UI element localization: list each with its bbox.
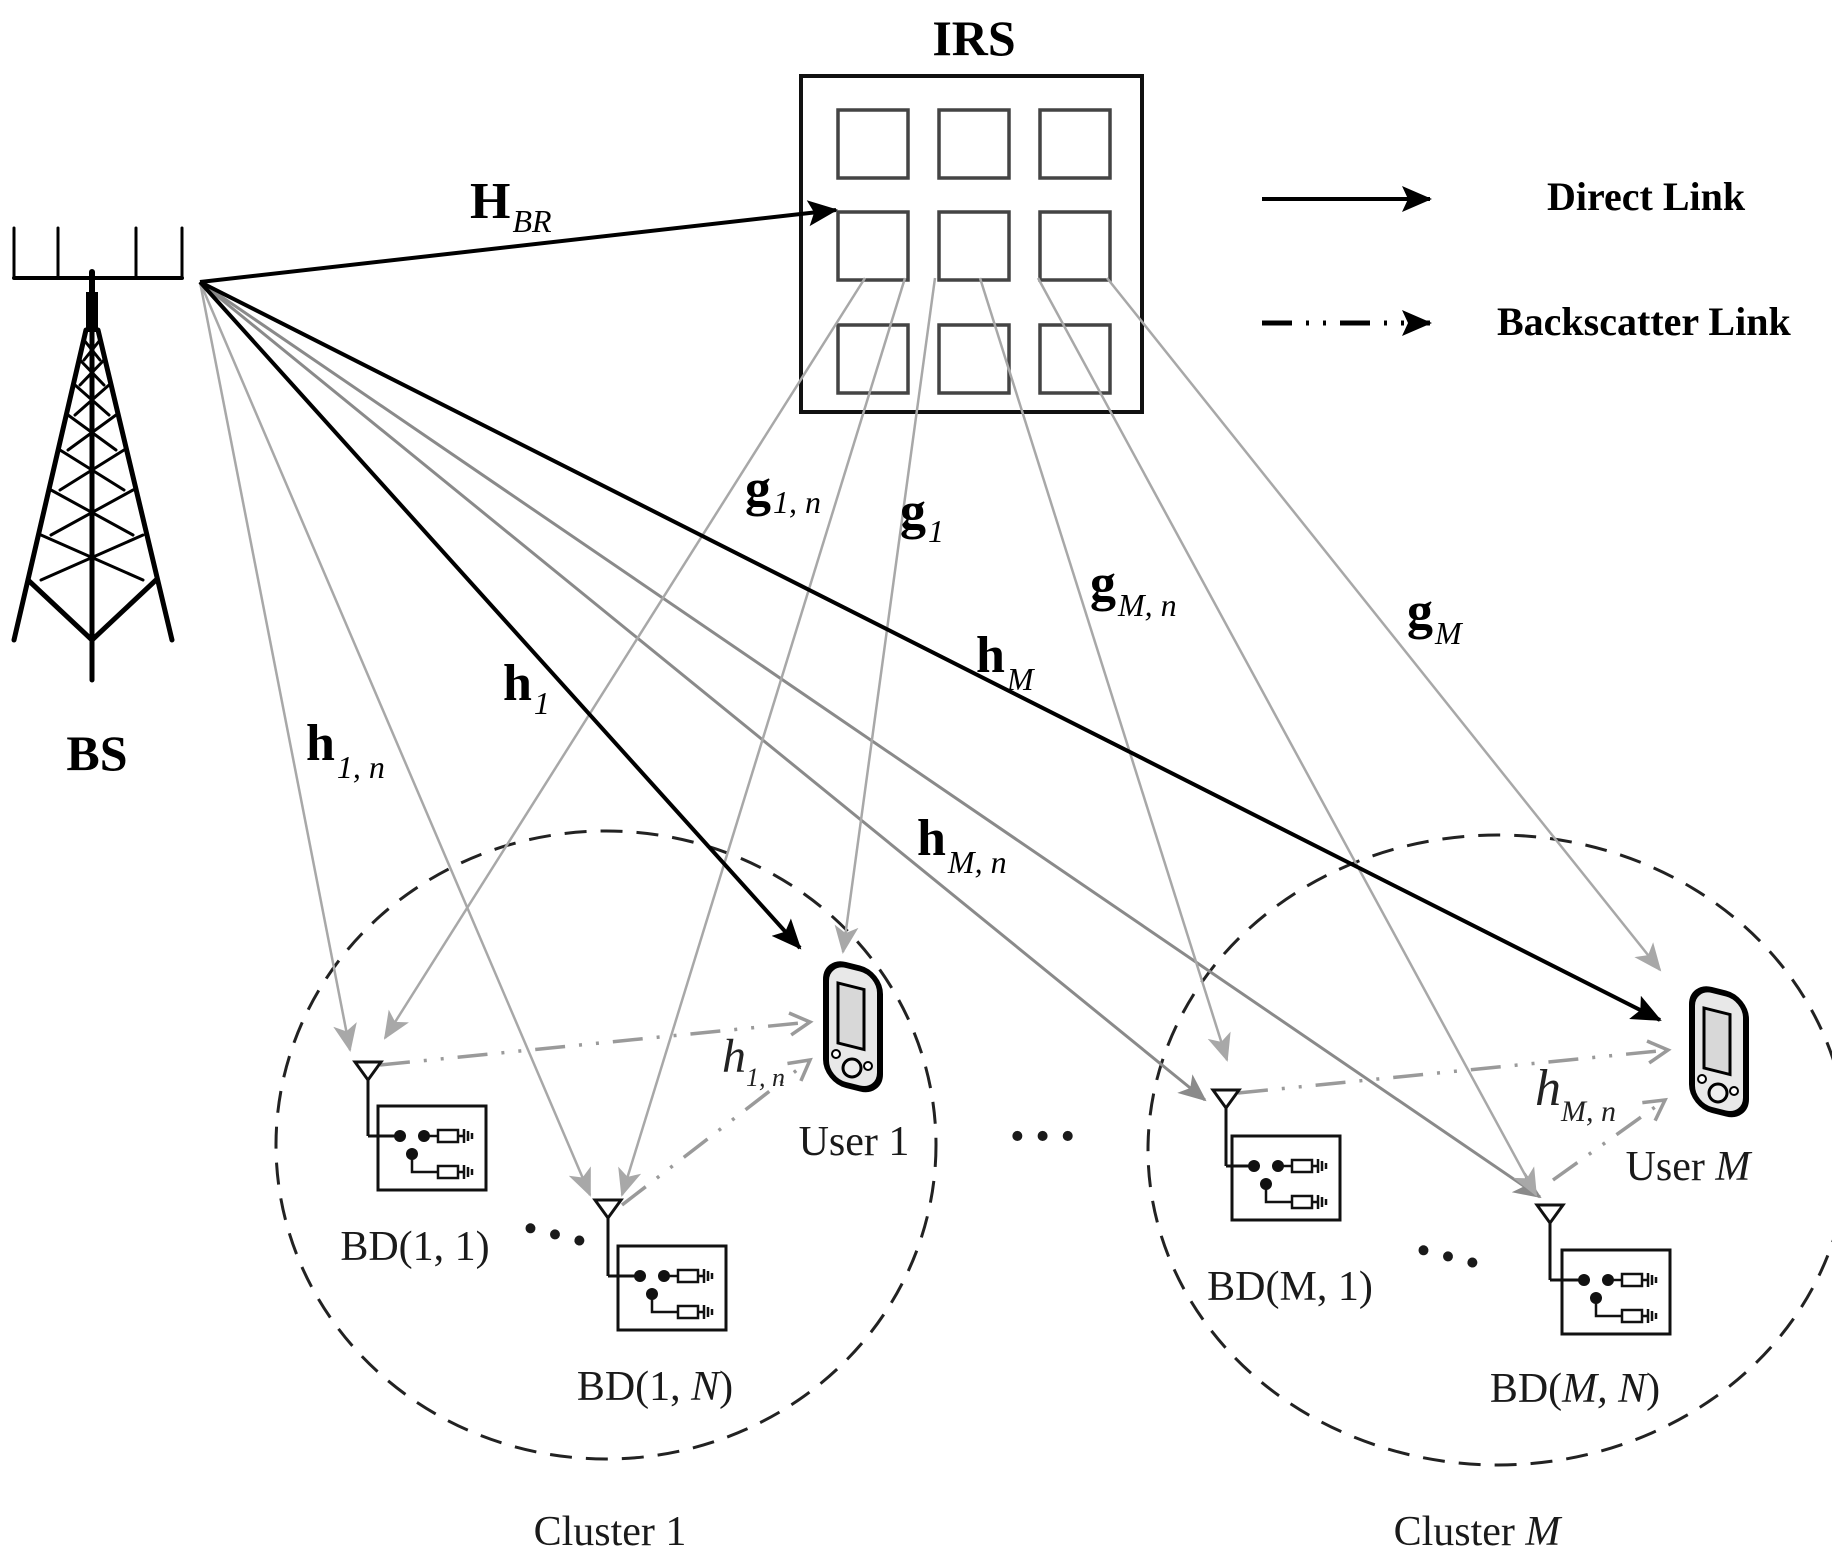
cell-tower-icon	[11, 226, 184, 683]
irs-element	[836, 108, 910, 180]
link-irs-bdmn	[1036, 277, 1538, 1197]
cluster-ellipsis: • • •	[1010, 1114, 1075, 1160]
link-irs-bd1n	[618, 277, 907, 1197]
irs-element	[836, 210, 910, 282]
mobile-phone-icon	[823, 961, 883, 1093]
irs-element	[1038, 108, 1112, 180]
link-bs-user1	[198, 280, 802, 950]
link-irs-bdm1	[978, 277, 1231, 1062]
channel-label-h-br: HBR	[470, 173, 552, 239]
bd-m-n: BD(M, N)	[1490, 1203, 1672, 1412]
bs-to-bd-links	[198, 280, 1542, 1199]
channel-label-h-mn-backscatter: hM, n	[1535, 1060, 1616, 1128]
legend: Direct Link Backscatter Link	[1262, 174, 1791, 344]
cluster-1-label: Cluster 1	[534, 1509, 687, 1555]
channel-label-h-m: hM	[976, 627, 1036, 697]
link-irs-bd11	[383, 277, 867, 1040]
user-1: User 1	[799, 961, 910, 1165]
cluster-m-boundary	[1146, 833, 1832, 1467]
link-bs-bd11	[198, 281, 357, 1052]
link-bs-irs	[199, 200, 838, 284]
channel-label-g-1n: g1, n	[745, 460, 821, 520]
irs-element	[1038, 210, 1112, 282]
link-bs-bdm1	[199, 280, 1207, 1102]
cluster-m-label: Cluster M	[1394, 1509, 1563, 1555]
bd-1-n-label: BD(1, N)	[577, 1364, 733, 1410]
backscatter-device-icon	[592, 1198, 728, 1332]
bd-m-n-label: BD(M, N)	[1490, 1366, 1660, 1412]
irs-element	[937, 323, 1011, 395]
base-station: BS	[11, 226, 184, 781]
bd-1-1: BD(1, 1)	[340, 1060, 490, 1270]
cluster-1-boundary	[274, 829, 938, 1461]
bd-1-1-label: BD(1, 1)	[340, 1224, 489, 1270]
irs-element	[937, 210, 1011, 282]
backscatter-device-icon	[352, 1060, 488, 1192]
link-bs-userm	[199, 280, 1662, 1022]
backscatter-device-icon	[1210, 1088, 1342, 1222]
user-m: User M	[1626, 986, 1753, 1190]
bd-ellipsis-cluster-1: • • •	[518, 1205, 592, 1265]
link-irs-userm	[1106, 277, 1662, 972]
direct-links	[198, 200, 1662, 1022]
channel-label-g-1: g1	[900, 483, 944, 549]
legend-backscatter-label: Backscatter Link	[1497, 299, 1791, 344]
irs-element	[1038, 323, 1112, 395]
bd-1-n: BD(1, N)	[577, 1198, 733, 1410]
user-m-label: User M	[1626, 1144, 1753, 1190]
channel-label-h-mn: hM, n	[917, 810, 1007, 880]
link-irs-user1	[834, 277, 937, 954]
backscatter-bdmn-userm	[1551, 1097, 1668, 1182]
channel-label-h-1: h1	[503, 655, 550, 721]
bs-label: BS	[66, 725, 127, 781]
channel-labels: HBR h1 hM h1, n hM, n g1, n g1 gM, n gM …	[306, 173, 1616, 1128]
irs: IRS	[799, 10, 1144, 414]
mobile-phone-icon	[1689, 986, 1749, 1118]
legend-direct-label: Direct Link	[1547, 174, 1746, 219]
channel-label-h-1n: h1, n	[306, 715, 385, 785]
link-bs-bd1n	[198, 281, 592, 1197]
legend-backscatter-link: Backscatter Link	[1262, 299, 1791, 344]
legend-direct-link: Direct Link	[1262, 174, 1746, 219]
backscatter-device-icon	[1534, 1203, 1672, 1336]
channel-label-h-1n-backscatter: h1, n	[722, 1030, 785, 1092]
channel-label-g-m: gM	[1407, 583, 1464, 651]
irs-to-node-links	[383, 277, 1662, 1197]
link-bs-bdmn	[199, 280, 1542, 1199]
channel-label-g-mn: gM, n	[1090, 555, 1177, 623]
backscatter-bdm1-userm	[1237, 1039, 1672, 1095]
bd-m-1: BD(M, 1)	[1207, 1088, 1373, 1310]
irs-element	[937, 108, 1011, 180]
irs-label: IRS	[932, 10, 1015, 66]
backscatter-links	[379, 1011, 1672, 1207]
bd-m-1-label: BD(M, 1)	[1207, 1264, 1373, 1310]
irs-panel-icon	[799, 74, 1144, 414]
user-1-label: User 1	[799, 1119, 910, 1165]
bd-ellipsis-cluster-m: • • •	[1411, 1227, 1485, 1287]
